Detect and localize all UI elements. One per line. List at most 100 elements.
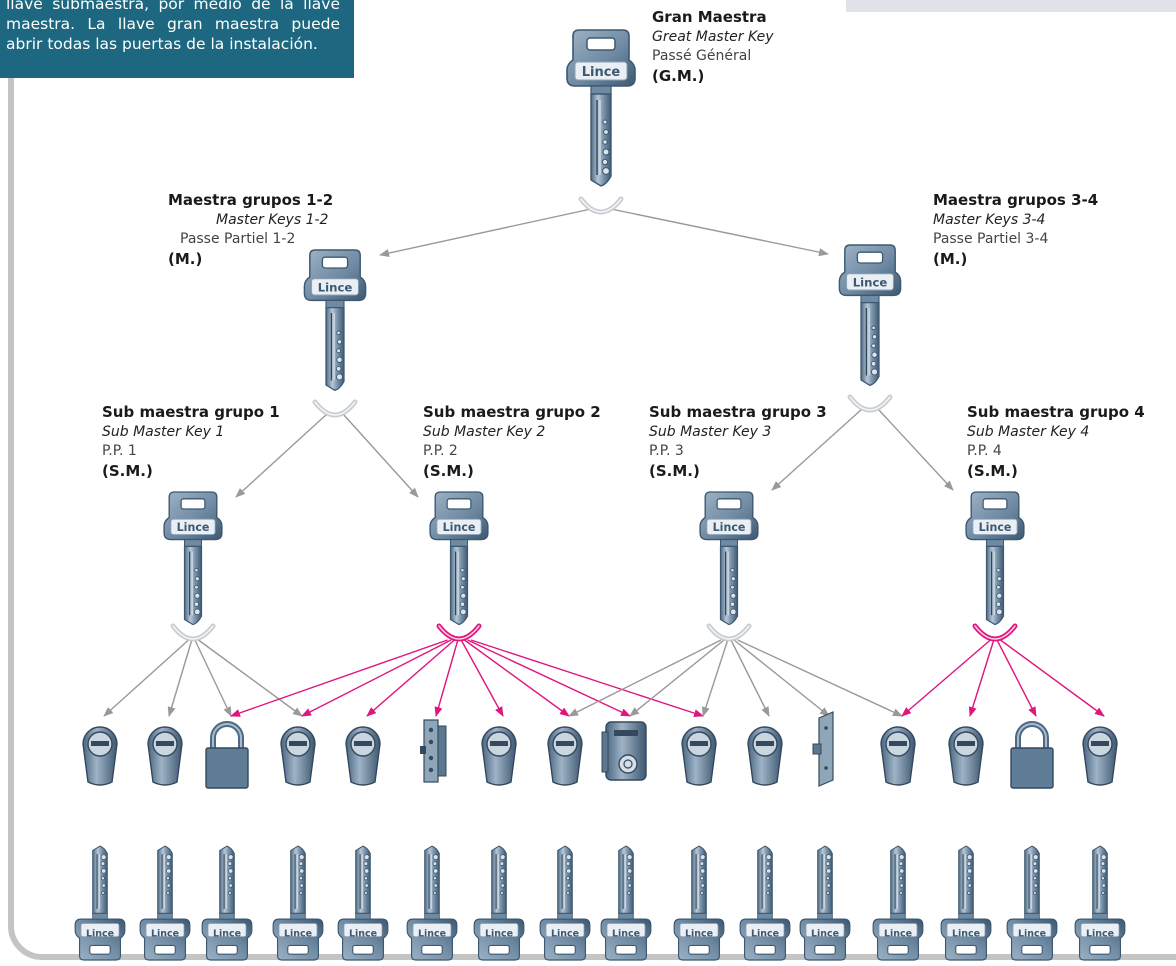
lock-cylinder-8 <box>547 726 583 786</box>
individual-key-icon-15: Lince <box>1006 845 1058 961</box>
great-master-key-icon: Lince <box>566 29 636 187</box>
individual-key-icon-11: Lince <box>739 845 791 961</box>
label-maestra-1-2: Maestra grupos 1-2 Master Keys 1-2 Passe… <box>168 191 333 269</box>
sub-master-key-icon-1: Lince <box>163 491 223 626</box>
arrow-master-1-to-sub-2 <box>342 413 419 498</box>
label-sub-maestra-1: Sub maestra grupo 1 Sub Master Key 1 P.P… <box>102 403 280 481</box>
brand-text: Lince <box>853 275 888 289</box>
label-title: Maestra grupos 3-4 <box>933 191 1099 209</box>
master-key-icon-2: Lince <box>838 244 902 387</box>
arrow-sub-3-to-lock-9 <box>629 639 725 717</box>
label-english: Sub Master Key 1 <box>102 423 225 440</box>
label-code: (G.M.) <box>652 66 705 85</box>
individual-key-icon-5: Lince <box>337 845 389 961</box>
brand-text: Lince <box>349 929 377 940</box>
individual-key-icon-8: Lince <box>539 845 591 961</box>
arrow-master-1-to-sub-1 <box>235 413 328 498</box>
brand-text: Lince <box>713 521 746 534</box>
brand-text: Lince <box>284 929 312 940</box>
label-french: Passe Partiel 1-2 <box>180 231 296 247</box>
label-code: (S.M.) <box>967 461 1018 480</box>
lock-rim-lock-9 <box>601 721 647 781</box>
lock-cylinder-4 <box>280 726 316 786</box>
label-title: Sub maestra grupo 2 <box>423 403 601 421</box>
brand-text: Lince <box>551 929 579 940</box>
arrow-gm-to-master-1 <box>379 208 592 257</box>
brand-text: Lince <box>612 929 640 940</box>
key-ring-master-1 <box>312 399 358 418</box>
label-english: Master Keys 3-4 <box>933 211 1046 228</box>
label-sub-maestra-3: Sub maestra grupo 3 Sub Master Key 3 P.P… <box>649 403 827 481</box>
label-sub-maestra-2: Sub maestra grupo 2 Sub Master Key 2 P.P… <box>423 403 601 481</box>
brand-text: Lince <box>86 929 114 940</box>
brand-text: Lince <box>811 929 839 940</box>
label-title: Sub maestra grupo 1 <box>102 403 280 421</box>
arrow-sub-4-to-lock-16 <box>1000 639 1105 717</box>
brand-text: Lince <box>418 929 446 940</box>
arrow-sub-2-to-lock-4 <box>301 639 452 717</box>
lock-cylinder-2 <box>147 726 183 786</box>
diagram-frame <box>8 0 1176 960</box>
brand-text: Lince <box>952 929 980 940</box>
sub-master-key-icon-3: Lince <box>699 491 759 626</box>
key-ring-sub-2 <box>436 623 482 642</box>
description-text: llave submaestra, por medio de la llave … <box>6 0 340 53</box>
brand-text: Lince <box>177 521 210 534</box>
brand-text: Lince <box>751 929 779 940</box>
lock-cylinder-10 <box>681 726 717 786</box>
arrow-sub-3-to-lock-8 <box>568 639 722 717</box>
individual-key-icon-2: Lince <box>139 845 191 961</box>
arrow-sub-2-to-lock-9 <box>467 639 631 717</box>
label-french: Passe Partiel 3-4 <box>933 231 1049 247</box>
arrow-sub-4-to-lock-15 <box>996 639 1037 717</box>
key-ring-sub-1 <box>170 623 216 642</box>
description-box: llave submaestra, por medio de la llave … <box>0 0 354 78</box>
individual-key-icon-1: Lince <box>74 845 126 961</box>
label-french: P.P. 4 <box>967 443 1002 459</box>
individual-key-icon-14: Lince <box>940 845 992 961</box>
lock-mortise-lock-6 <box>420 719 447 783</box>
arrow-sub-2-to-lock-3 <box>230 639 448 717</box>
arrow-sub-4-to-lock-13 <box>901 639 991 717</box>
sub-master-key-icon-2: Lince <box>429 491 489 626</box>
connection-arrows <box>103 208 1105 717</box>
label-english: Sub Master Key 3 <box>649 423 772 440</box>
individual-key-icon-9: Lince <box>600 845 652 961</box>
brand-text: Lince <box>443 521 476 534</box>
arrow-gm-to-master-2 <box>610 208 829 257</box>
arrow-master-2-to-sub-4 <box>877 408 954 491</box>
brand-text: Lince <box>884 929 912 940</box>
individual-key-icon-7: Lince <box>473 845 525 961</box>
sub-master-key-icon-4: Lince <box>965 491 1025 626</box>
arrow-sub-3-to-lock-11 <box>730 639 770 717</box>
individual-key-icon-4: Lince <box>272 845 324 961</box>
lock-cylinder-14 <box>948 726 984 786</box>
locks-layer <box>82 711 1118 789</box>
lock-cylinder-16 <box>1082 726 1118 786</box>
lock-side-lock-12 <box>812 711 834 787</box>
brand-text: Lince <box>485 929 513 940</box>
label-maestra-3-4: Maestra grupos 3-4 Master Keys 3-4 Passe… <box>933 191 1098 269</box>
label-english: Sub Master Key 4 <box>967 423 1090 440</box>
lock-cylinder-13 <box>880 726 916 786</box>
arrow-sub-2-to-lock-8 <box>464 639 570 717</box>
brand-text: Lince <box>151 929 179 940</box>
key-ring-sub-3 <box>706 623 752 642</box>
brand-text: Lince <box>1086 929 1114 940</box>
brand-text: Lince <box>318 280 353 294</box>
lock-cylinder-5 <box>345 726 381 786</box>
key-ring-gm <box>578 196 624 215</box>
arrow-sub-2-to-lock-6 <box>434 639 459 717</box>
label-title: Sub maestra grupo 3 <box>649 403 827 421</box>
individual-key-icon-13: Lince <box>872 845 924 961</box>
label-code: (S.M.) <box>423 461 474 480</box>
arrow-sub-1-to-lock-3 <box>194 639 232 717</box>
brand-text: Lince <box>213 929 241 940</box>
brand-text: Lince <box>685 929 713 940</box>
label-english: Great Master Key <box>652 28 774 45</box>
label-french: P.P. 3 <box>649 443 684 459</box>
brand-text: Lince <box>979 521 1012 534</box>
arrow-sub-2-to-lock-10 <box>470 639 704 717</box>
arrow-sub-3-to-lock-12 <box>733 639 830 717</box>
